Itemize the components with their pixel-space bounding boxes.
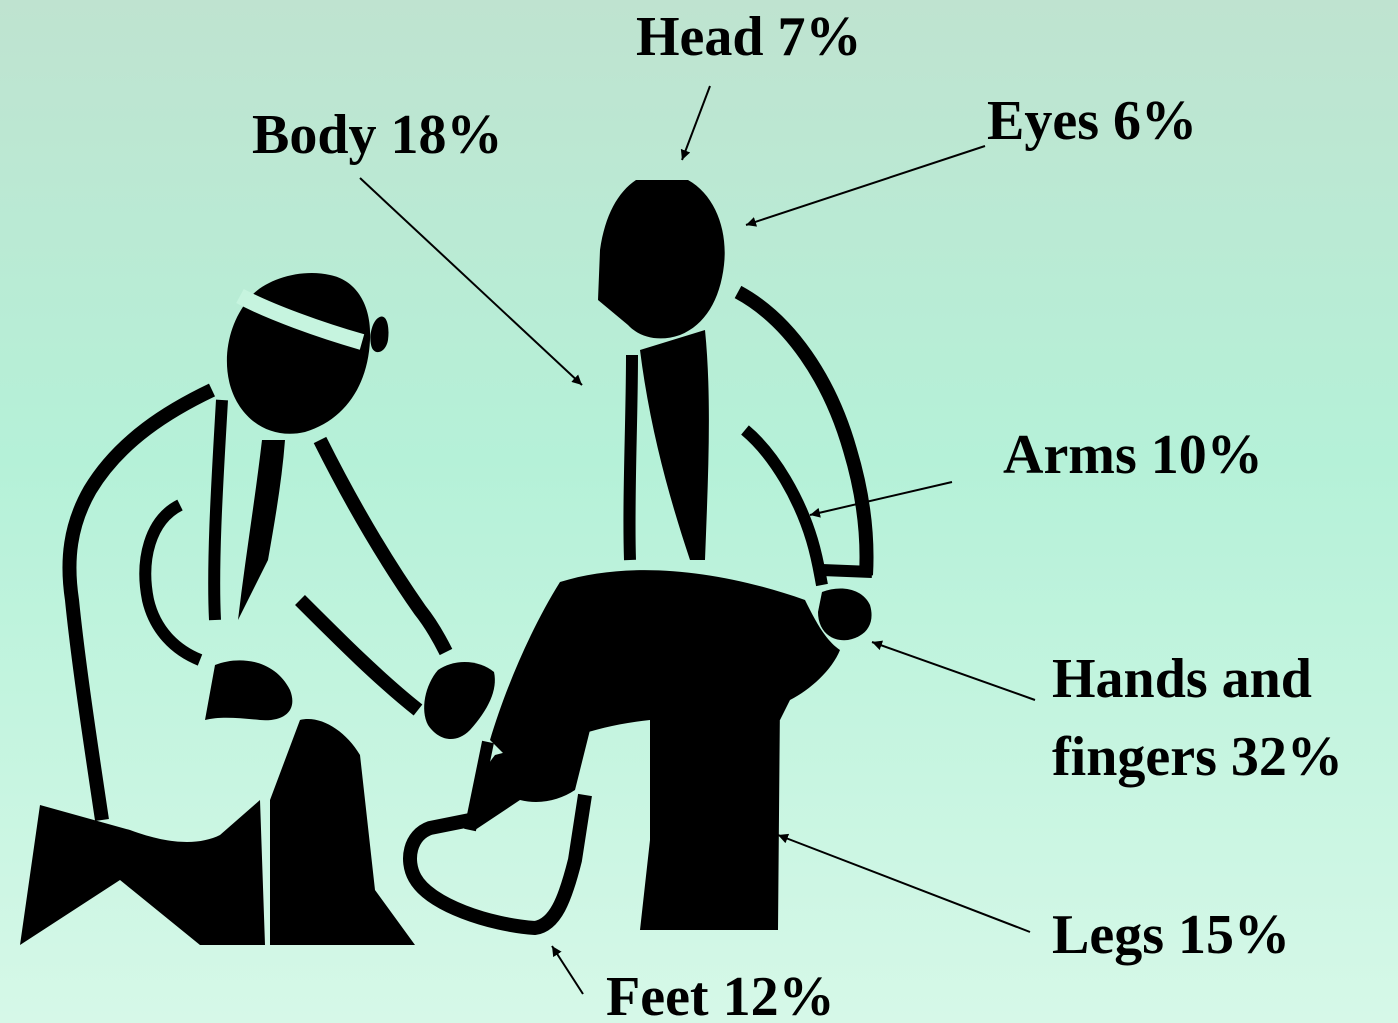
medic-coat-front xyxy=(214,400,222,620)
patient-cuff xyxy=(822,570,872,572)
patient-shirt-front xyxy=(629,355,632,560)
eyes-arrow xyxy=(746,146,985,225)
medic-sleeve xyxy=(300,600,418,710)
legs-arrow xyxy=(778,835,1030,932)
eyes-label: Eyes 6% xyxy=(987,90,1197,152)
patient-hand xyxy=(818,588,872,640)
medic-hand xyxy=(424,662,495,739)
feet-label: Feet 12% xyxy=(606,966,835,1023)
arms-label: Arms 10% xyxy=(1003,424,1263,486)
hands-arrow xyxy=(872,642,1035,700)
body-label: Body 18% xyxy=(252,104,503,166)
patient-tie xyxy=(640,330,709,560)
seated-patient-figure xyxy=(410,180,872,930)
hands-label-line2: fingers 32% xyxy=(1052,726,1343,788)
medic-collar xyxy=(238,440,285,620)
medic-headlamp xyxy=(370,317,388,353)
patient-leg-vertical xyxy=(640,700,780,930)
body-arrow xyxy=(360,178,582,385)
head-arrow xyxy=(682,86,710,160)
legs-label: Legs 15% xyxy=(1052,904,1290,966)
medic-coat-back xyxy=(69,390,212,820)
patient-arm xyxy=(745,430,822,585)
feet-arrow xyxy=(552,946,583,994)
medic-knee xyxy=(205,660,292,720)
medic-shin xyxy=(270,719,415,945)
patient-head xyxy=(598,180,725,338)
medic-arm-reaching xyxy=(320,440,446,652)
kneeling-medic-figure xyxy=(20,273,495,945)
head-label: Head 7% xyxy=(636,6,862,68)
arms-arrow xyxy=(810,482,952,515)
hands-label-line1: Hands and xyxy=(1052,648,1312,710)
medic-back-leg xyxy=(20,800,265,945)
medic-arm-inner xyxy=(145,505,200,660)
